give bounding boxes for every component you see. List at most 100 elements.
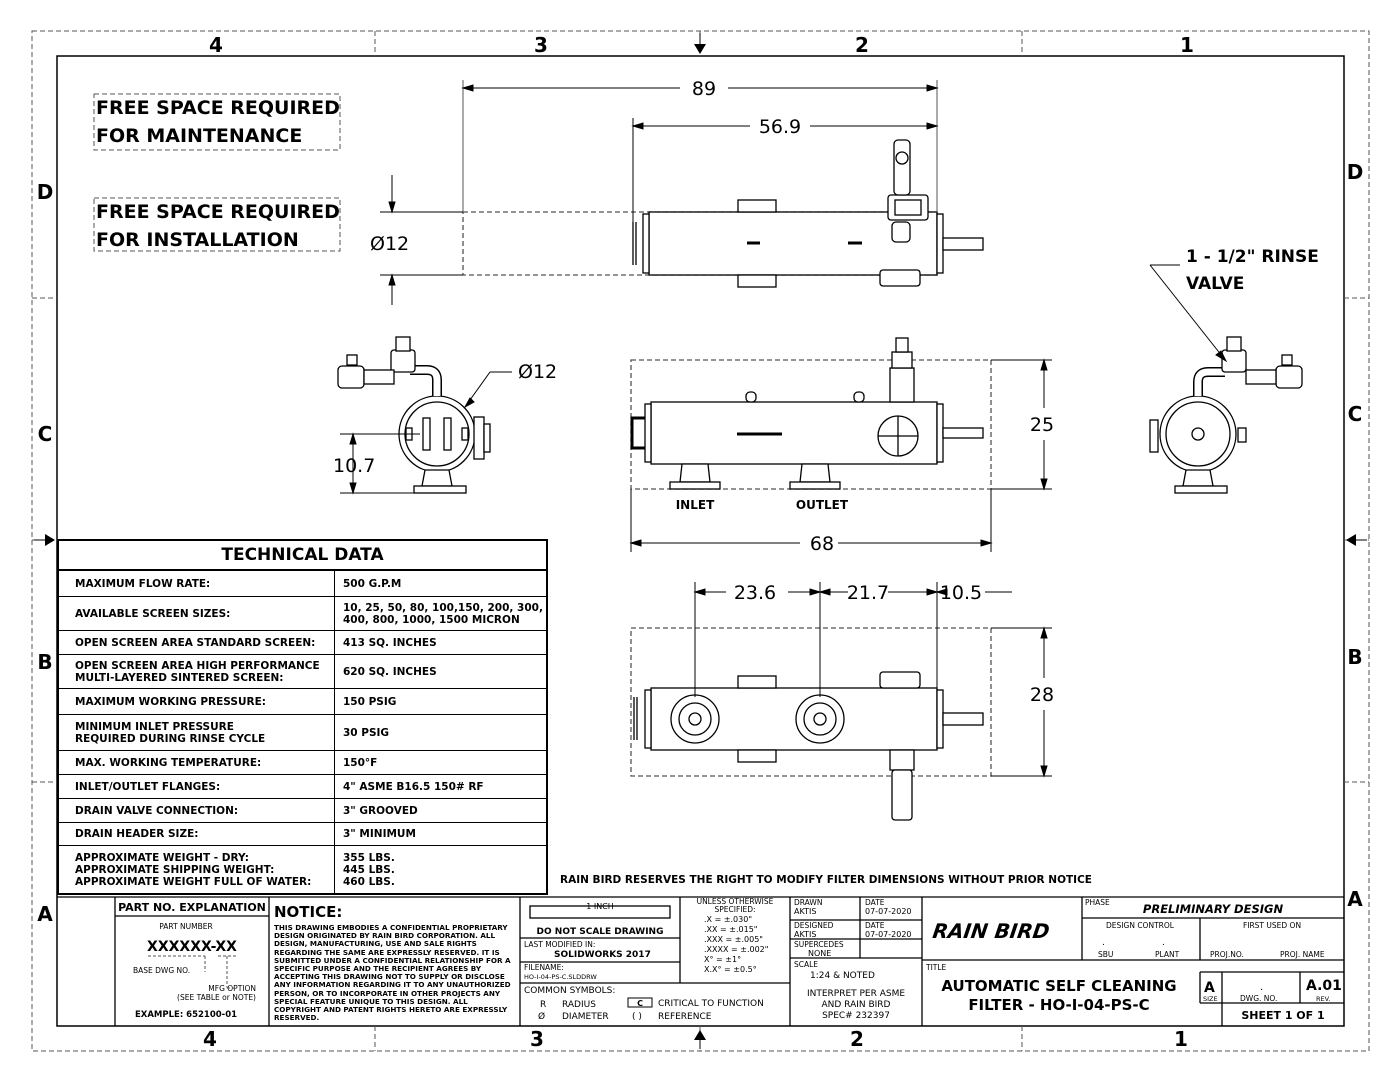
size: A xyxy=(1204,980,1215,996)
sym-d: Ø xyxy=(538,1011,545,1022)
tech-value: 150 PSIG xyxy=(343,695,397,708)
interpret-line2: AND RAIN BIRD xyxy=(822,1000,891,1010)
tech-value: 150°F xyxy=(343,756,378,769)
maintenance-note-line1: FREE SPACE REQUIRED xyxy=(96,97,340,119)
sbu-label: SBU xyxy=(1098,950,1113,959)
phase-label: PHASE xyxy=(1085,898,1110,907)
table-row: APPROXIMATE WEIGHT - DRY: APPROXIMATE SH… xyxy=(59,846,546,894)
supercedes: NONE xyxy=(808,949,831,958)
supercedes-label: SUPERCEDES xyxy=(794,940,844,949)
row-label-c-right: C xyxy=(1348,402,1363,426)
part-no-explanation-title: PART NO. EXPLANATION xyxy=(118,901,266,914)
base-dwg-label: BASE DWG NO. xyxy=(133,966,190,975)
table-row: DRAIN VALVE CONNECTION: 3" GROOVED xyxy=(59,799,546,823)
tech-value: 500 G.P.M xyxy=(343,577,402,590)
rev: A.01 xyxy=(1306,978,1342,994)
front-inlet-label: INLET xyxy=(676,498,715,512)
one-inch-label: 1 INCH xyxy=(586,902,614,911)
filename-label: FILENAME: xyxy=(524,963,564,972)
dwg-no-label: DWG. NO. xyxy=(1240,994,1277,1003)
sym-c: C xyxy=(637,999,643,1008)
tech-value: 413 SQ. INCHES xyxy=(343,636,437,649)
table-row: MINIMUM INLET PRESSURE REQUIRED DURING R… xyxy=(59,715,546,751)
side-view-dims xyxy=(340,371,512,495)
part-number: XXXXXX-XX xyxy=(147,939,237,955)
designed-date: 07-07-2020 xyxy=(865,930,912,939)
table-row: AVAILABLE SCREEN SIZES: 10, 25, 50, 80, … xyxy=(59,597,546,631)
row-label-a-right: A xyxy=(1347,887,1363,911)
table-row: OPEN SCREEN AREA HIGH PERFORMANCE MULTI-… xyxy=(59,655,546,689)
col-label-4-bottom: 4 xyxy=(203,1027,217,1051)
tech-value: 30 PSIG xyxy=(343,726,390,739)
top-view-dims xyxy=(380,80,939,305)
table-row: DRAIN HEADER SIZE: 3" MINIMUM xyxy=(59,823,546,846)
rinse-valve-label-line2: VALVE xyxy=(1186,274,1244,294)
title-line2: FILTER - HO-I-04-PS-C xyxy=(968,996,1149,1014)
table-row: MAXIMUM FLOW RATE: 500 G.P.M xyxy=(59,571,546,597)
rinse-valve-leader xyxy=(1149,264,1228,363)
rain-bird-logo: RAIN BIRD xyxy=(931,919,1051,943)
phase: PRELIMINARY DESIGN xyxy=(1143,902,1284,916)
tolerance-6: X.X° = ±0.5° xyxy=(704,965,757,974)
table-row: MAXIMUM WORKING PRESSURE: 150 PSIG xyxy=(59,689,546,715)
installation-note-line2: FOR INSTALLATION xyxy=(96,229,299,251)
tolerance-1: .X = ±.030" xyxy=(704,915,752,924)
top-view xyxy=(462,139,984,288)
sym-d-text: DIAMETER xyxy=(562,1012,609,1022)
dim-body-length: 56.9 xyxy=(759,116,801,138)
installation-note-line1: FREE SPACE REQUIRED xyxy=(96,201,340,223)
size-label: SIZE xyxy=(1203,995,1218,1003)
tech-key: MAXIMUM WORKING PRESSURE: xyxy=(59,689,335,714)
mfg-option-note: (SEE TABLE or NOTE) xyxy=(177,993,256,1002)
interpret-line3: SPEC# 232397 xyxy=(822,1011,890,1021)
tolerance-4: .XXXX = ±.002" xyxy=(704,945,768,954)
do-not-scale: DO NOT SCALE DRAWING xyxy=(537,927,664,937)
title-line1: AUTOMATIC SELF CLEANING xyxy=(941,977,1176,995)
dim-bottom-c: 10.5 xyxy=(940,582,982,604)
col-label-3: 3 xyxy=(534,33,548,57)
bottom-view xyxy=(630,627,992,821)
tech-value: 620 SQ. INCHES xyxy=(343,665,437,678)
notice-text: THIS DRAWING EMBODIES A CONFIDENTIAL PRO… xyxy=(274,923,511,1023)
tech-key: DRAIN VALVE CONNECTION: xyxy=(59,799,335,822)
drawn-date: 07-07-2020 xyxy=(865,907,912,916)
sym-ref: ( ) xyxy=(632,1012,642,1022)
side-view-right xyxy=(1149,336,1303,494)
sym-r-text: RADIUS xyxy=(562,1000,596,1010)
drawn-by: AKTIS xyxy=(794,907,816,916)
front-view xyxy=(630,337,992,490)
dim-bottom-b: 21.7 xyxy=(847,582,889,604)
center-marks xyxy=(34,33,1367,1049)
scale-label: SCALE xyxy=(794,960,818,969)
row-label-d-right: D xyxy=(1347,160,1364,184)
sheet: SHEET 1 OF 1 xyxy=(1241,1009,1324,1022)
sym-c-text: CRITICAL TO FUNCTION xyxy=(658,999,764,1009)
plant-label: PLANT xyxy=(1155,950,1180,959)
col-label-3-bottom: 3 xyxy=(530,1027,544,1051)
designed-by: AKTIS xyxy=(794,930,816,939)
table-row: OPEN SCREEN AREA STANDARD SCREEN: 413 SQ… xyxy=(59,631,546,655)
drawn-date-label: DATE xyxy=(865,898,885,907)
part-number-callout-lines xyxy=(148,955,236,989)
tolerance-3: .XXX = ±.005" xyxy=(704,935,763,944)
proj-name-label: PROJ. NAME xyxy=(1280,950,1325,959)
front-outlet-label: OUTLET xyxy=(796,498,849,512)
sym-c-box xyxy=(627,997,653,1008)
part-example: EXAMPLE: 652100-01 xyxy=(135,1010,237,1020)
tech-value: 10, 25, 50, 80, 100,150, 200, 300, 400, … xyxy=(343,601,543,626)
rev-label: REV. xyxy=(1316,995,1330,1003)
table-row: MAX. WORKING TEMPERATURE: 150°F xyxy=(59,751,546,775)
rinse-valve-label-line1: 1 - 1/2" RINSE xyxy=(1186,247,1319,267)
first-used-on-label: FIRST USED ON xyxy=(1243,921,1301,930)
dim-side-diameter: Ø12 xyxy=(518,361,557,383)
drawn-label: DRAWN xyxy=(794,898,822,907)
designed-label: DESIGNED xyxy=(794,921,834,930)
part-number-label: PART NUMBER xyxy=(159,922,212,931)
tolerance-2: .XX = ±.015" xyxy=(704,925,758,934)
row-label-b: B xyxy=(37,650,52,674)
col-label-1: 1 xyxy=(1180,33,1194,57)
table-row: INLET/OUTLET FLANGES: 4" ASME B16.5 150#… xyxy=(59,775,546,799)
dwg-no-dot: . xyxy=(1260,982,1263,993)
sym-ref-text: REFERENCE xyxy=(658,1012,712,1022)
